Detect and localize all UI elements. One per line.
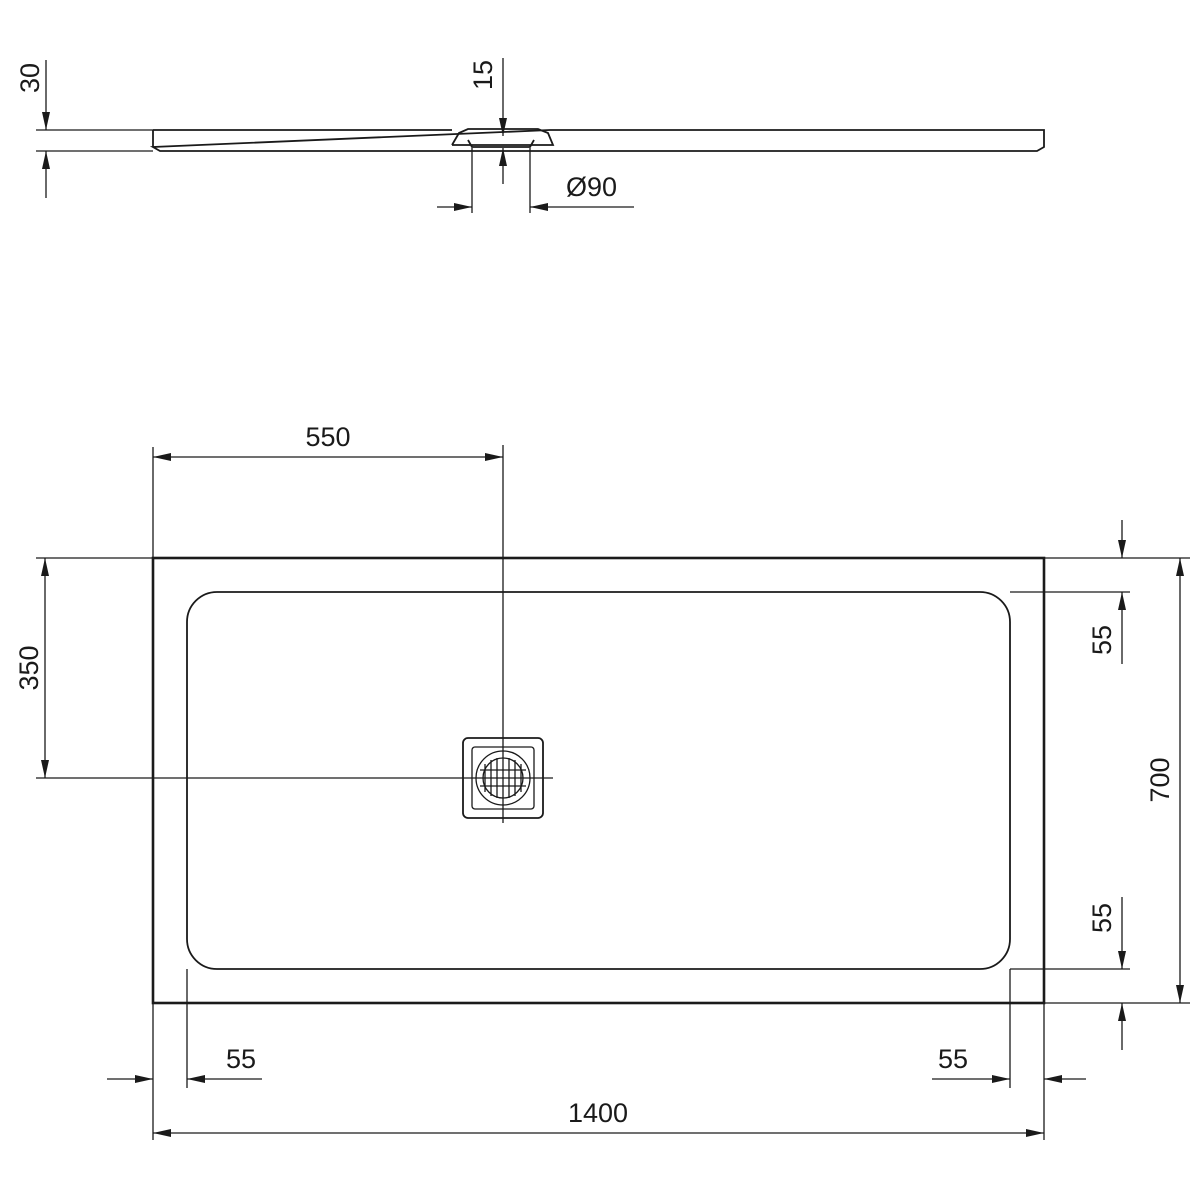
rim-top-dimension: 55 [1010, 520, 1130, 664]
tray-basin [186, 591, 1011, 970]
rim-right-dimension: 55 [932, 969, 1086, 1140]
rim-left-label: 55 [226, 1044, 256, 1074]
tray-outline [151, 556, 1046, 1005]
tray-profile [149, 129, 1045, 152]
drain-offset-x-label: 550 [305, 422, 350, 452]
drain-depth-label: 15 [468, 60, 498, 90]
drain-recess [451, 128, 555, 148]
rim-bottom-label: 55 [1087, 903, 1117, 933]
length-label: 1400 [568, 1098, 628, 1128]
rim-top-label: 55 [1087, 625, 1117, 655]
rim-right-label: 55 [938, 1044, 968, 1074]
rim-left-dimension: 55 [107, 969, 262, 1140]
plan-view: 550 350 700 55 [14, 422, 1190, 1140]
rim-bottom-dimension: 55 [1010, 897, 1130, 1050]
drain-offset-y-label: 350 [14, 645, 44, 690]
drain-diameter-dimension: Ø90 [437, 148, 634, 213]
drain-offset-y-dimension: 350 [14, 557, 153, 778]
drain-diameter-label: Ø90 [566, 172, 617, 202]
side-view: 30 15 Ø90 [15, 58, 1045, 213]
thickness-label: 30 [15, 63, 45, 93]
length-dimension: 1400 [153, 1098, 1044, 1137]
drain-depth-dimension: 15 [468, 58, 507, 184]
thickness-dimension: 30 [15, 60, 153, 198]
width-label: 700 [1145, 757, 1175, 802]
width-dimension: 700 [1044, 557, 1190, 1004]
drain-offset-x-dimension: 550 [152, 422, 503, 558]
